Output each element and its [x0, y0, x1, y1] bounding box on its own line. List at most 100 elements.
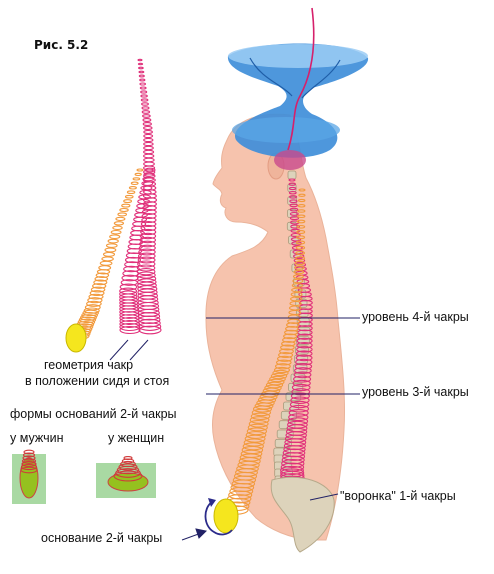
orange-body-ring — [287, 318, 301, 324]
pink-spiral-ring — [139, 82, 147, 86]
orange-spiral-ring — [90, 286, 106, 293]
orange-body-ring — [295, 250, 306, 256]
pink-spiral-ring — [139, 78, 146, 82]
pink-spiral-ring — [124, 261, 141, 268]
orange-spiral-ring — [112, 225, 123, 231]
men-coil-ring — [22, 455, 36, 461]
pink-body-ring — [294, 362, 313, 370]
orange-body-ring — [297, 198, 306, 203]
geometry-label-line2: в положении сидя и стоя — [25, 374, 170, 388]
pink-body-ring — [281, 455, 305, 465]
orange-spiral-ring — [107, 238, 119, 244]
pink-spiral-ring — [143, 133, 154, 139]
spiral-base-disc — [65, 323, 87, 353]
orange-body-ring — [250, 412, 271, 421]
orange-spiral-ring — [89, 290, 105, 297]
pink-spiral-ring — [140, 94, 148, 98]
pink-body-ring — [282, 452, 306, 461]
men-coil-ring — [21, 461, 37, 467]
orange-body-ring — [290, 292, 303, 297]
geometry-spirals — [70, 58, 162, 340]
level3-label: уровень 3-й чакры — [362, 385, 469, 399]
pink-spiral-ring — [141, 181, 154, 186]
pink-body-ring — [295, 350, 313, 357]
pink-body-ring — [295, 358, 313, 366]
pink-body-ring — [296, 337, 313, 345]
pink-spiral-ring — [141, 110, 151, 114]
pink-spiral-ring — [142, 118, 152, 122]
pink-spiral-ring — [125, 252, 142, 259]
orange-body-ring — [246, 427, 268, 436]
orange-spiral-ring — [113, 221, 125, 226]
orange-body-ring — [297, 209, 306, 213]
funnel1-label: "воронка" 1-й чакры — [340, 489, 456, 503]
pink-spiral-ring — [143, 141, 154, 147]
pink-spiral-ring — [126, 247, 143, 255]
pink-spiral-ring — [142, 176, 155, 182]
orange-body-ring — [296, 224, 306, 229]
orange-spiral-ring — [123, 199, 133, 204]
men-label: у мужчин — [10, 431, 64, 445]
orange-body-ring — [279, 348, 294, 355]
pink-body-ring — [296, 341, 313, 349]
leader-lines — [109, 317, 360, 541]
pink-body-ring — [290, 237, 302, 242]
orange-spiral-ring — [117, 212, 128, 217]
pink-spiral-ring — [138, 74, 145, 78]
orange-spiral-ring — [124, 194, 134, 199]
pink-body-ring — [291, 388, 311, 396]
base2-label: основание 2-й чакры — [41, 531, 163, 545]
body-silhouette — [205, 113, 346, 541]
orange-body-ring — [244, 434, 266, 443]
pink-spiral-ring — [141, 102, 149, 106]
pink-spiral-ring — [119, 311, 140, 319]
pink-spiral-ring — [137, 256, 156, 264]
pink-spiral-ring — [139, 232, 157, 240]
orange-spiral-ring — [102, 251, 116, 257]
orange-body-ring — [296, 235, 306, 240]
orange-body-ring — [295, 240, 306, 245]
pink-spiral-ring — [141, 212, 157, 220]
pink-spiral-ring — [138, 325, 162, 335]
pink-spiral-ring — [137, 62, 144, 66]
pink-spiral-ring — [140, 98, 149, 102]
orange-spiral-ring — [104, 247, 117, 253]
pink-spiral-ring — [137, 58, 143, 62]
pink-spiral-ring — [138, 66, 144, 70]
geometry-label-line1: геометрия чакр — [44, 358, 134, 372]
orange-body-ring — [247, 423, 268, 432]
pink-spiral-ring — [143, 157, 155, 163]
pink-spiral-ring — [144, 167, 156, 173]
orange-spiral-ring — [121, 203, 131, 208]
orange-spiral-ring — [95, 272, 110, 279]
pink-spiral-ring — [140, 224, 157, 232]
orange-body-ring — [298, 193, 306, 197]
pink-body-ring — [290, 396, 310, 404]
pink-body-ring — [289, 216, 300, 221]
women-base-oval — [107, 472, 149, 492]
orange-body-ring — [245, 431, 267, 439]
orange-spiral-ring — [126, 190, 136, 195]
pink-body-ring — [296, 346, 313, 353]
orange-body-ring — [285, 326, 299, 332]
pink-body-ring — [289, 207, 299, 212]
orange-body-ring — [286, 322, 300, 328]
pink-spiral-ring — [141, 209, 157, 215]
orange-spiral-ring — [128, 186, 137, 190]
orange-body-ring — [296, 219, 306, 224]
pink-spiral-ring — [143, 153, 155, 159]
orange-spiral-ring — [82, 309, 99, 317]
orange-body-ring — [292, 274, 304, 279]
pink-spiral-ring — [139, 86, 147, 90]
pink-spiral-ring — [120, 279, 138, 286]
pink-spiral-ring — [137, 260, 156, 268]
pink-spiral-ring — [142, 122, 152, 126]
pink-spiral-ring — [138, 70, 145, 74]
orange-body-ring — [270, 372, 288, 380]
men-coil-ring — [22, 452, 36, 458]
pink-spiral-ring — [133, 216, 148, 223]
pink-spiral-ring — [119, 320, 141, 328]
orange-body-ring — [291, 287, 303, 293]
orange-body-ring — [281, 340, 296, 347]
orange-body-ring — [283, 333, 298, 340]
